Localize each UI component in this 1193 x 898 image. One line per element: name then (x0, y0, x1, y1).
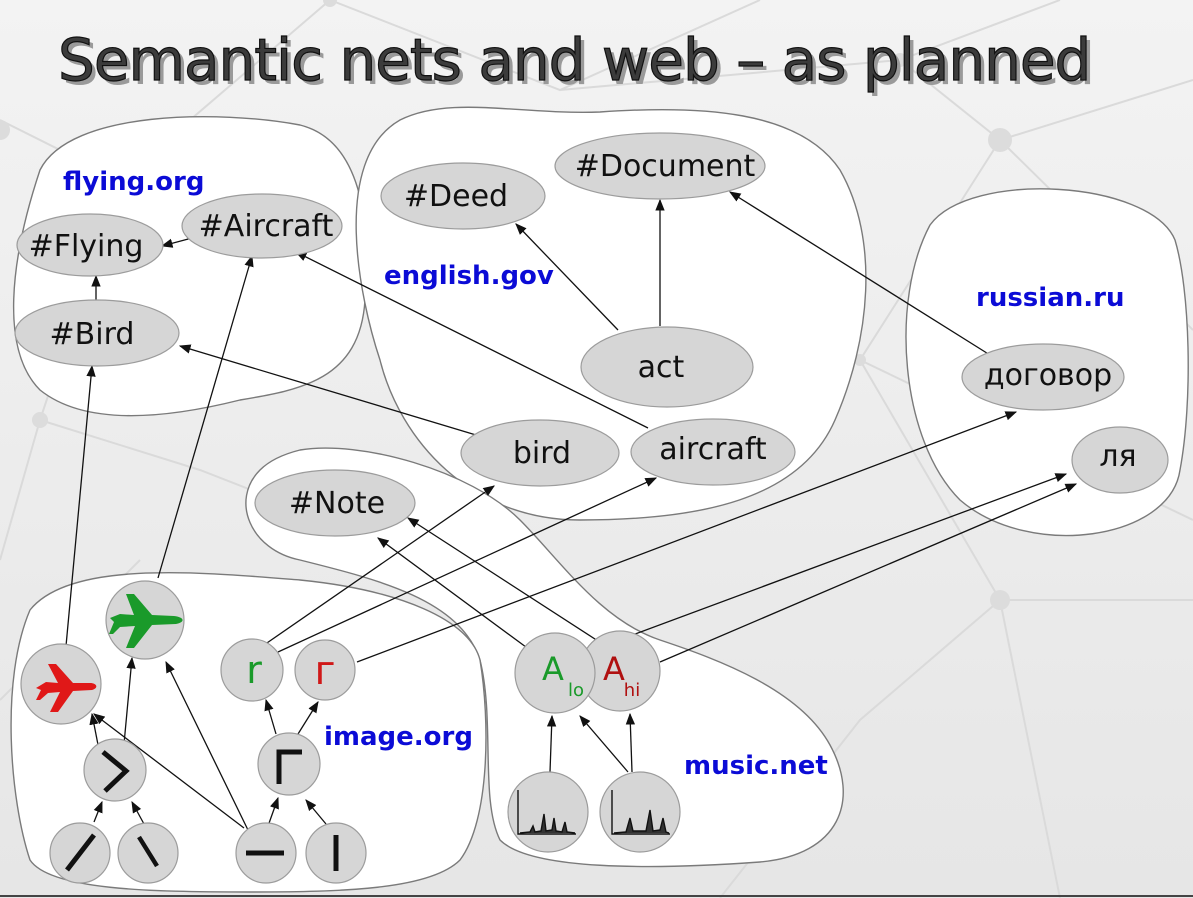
spectrum-icon (517, 790, 576, 835)
node-corner (257, 732, 321, 796)
node-sublabel: hi (624, 680, 640, 701)
edge (277, 477, 658, 653)
node-bird-class: #Bird (14, 299, 180, 367)
node-label: #Document (575, 149, 756, 184)
domain-label-image: image.org (324, 722, 473, 752)
node-red-plane (20, 643, 102, 725)
edge (93, 713, 245, 829)
edge (65, 364, 96, 647)
node-label: #Deed (404, 179, 508, 214)
edge (131, 800, 145, 825)
node-lya: ля (1071, 426, 1169, 494)
node-note: #Note (254, 469, 416, 537)
node-a-hi: A hi (579, 630, 661, 712)
page-title: Semantic nets and web – as planned (58, 26, 1090, 94)
edge (263, 485, 495, 646)
node-label: #Note (289, 486, 385, 521)
node-sublabel: lo (568, 680, 584, 701)
node-a-lo: A lo (514, 632, 596, 714)
edge (305, 799, 327, 825)
node-label: г (314, 648, 335, 694)
edge (515, 223, 619, 331)
node-hline (235, 822, 297, 884)
node-document: #Document (554, 132, 766, 200)
edge (157, 254, 254, 579)
node-label: A (603, 650, 625, 688)
node-label: r (246, 648, 262, 692)
node-label: A (542, 650, 564, 688)
edge (729, 191, 991, 356)
node-g-red: г (294, 639, 356, 701)
node-label: договор (984, 358, 1112, 393)
edge (165, 660, 249, 831)
edge (160, 237, 193, 248)
node-spectrum-lo (507, 771, 589, 853)
node-slash (49, 822, 111, 884)
edge (591, 473, 1068, 651)
node-label: #Aircraft (199, 209, 334, 244)
node-label: ля (1099, 439, 1136, 474)
edge (178, 344, 477, 436)
node-flying: #Flying (16, 213, 164, 277)
node-r-green: r (220, 638, 284, 702)
edge (579, 715, 629, 773)
node-angle (83, 738, 147, 802)
edge (93, 800, 103, 823)
forward-slash-icon (65, 833, 96, 872)
edge (297, 701, 319, 735)
node-act: act (580, 326, 754, 408)
node-label: act (638, 350, 685, 385)
angle-bracket-icon (101, 750, 130, 793)
back-slash-icon (137, 835, 159, 868)
node-deed: #Deed (380, 162, 546, 230)
node-label: #Flying (29, 229, 144, 264)
airplane-icon (36, 664, 97, 712)
node-label: aircraft (659, 432, 767, 467)
domain-label-music: music.net (684, 751, 828, 781)
edge (546, 714, 557, 773)
node-spectrum-hi (599, 771, 681, 853)
node-aircraft-class: #Aircraft (181, 193, 343, 259)
title-shadow: Semantic nets and web – as planned (62, 30, 1094, 98)
node-bird: bird (460, 419, 620, 487)
domain-label-russian: russian.ru (976, 283, 1124, 313)
airplane-icon (109, 594, 183, 648)
edge (625, 712, 636, 773)
spectrum-icon (611, 790, 670, 835)
node-vline (305, 822, 367, 884)
edge (264, 698, 277, 735)
edge (123, 656, 136, 745)
node-aircraft: aircraft (630, 418, 796, 486)
node-green-plane (105, 580, 185, 660)
domain-label-flying: flying.org (63, 167, 204, 197)
edge (267, 796, 279, 827)
node-backslash (117, 822, 179, 884)
node-dogovor: договор (961, 343, 1125, 411)
node-label: #Bird (50, 317, 135, 352)
edge (377, 537, 531, 651)
node-label: bird (513, 436, 571, 471)
domain-label-english: english.gov (384, 261, 554, 291)
edge (356, 411, 1018, 663)
corner-icon (276, 749, 302, 784)
edge (294, 251, 649, 429)
edge (659, 483, 1078, 663)
edge (407, 517, 599, 642)
edges (65, 191, 1078, 831)
